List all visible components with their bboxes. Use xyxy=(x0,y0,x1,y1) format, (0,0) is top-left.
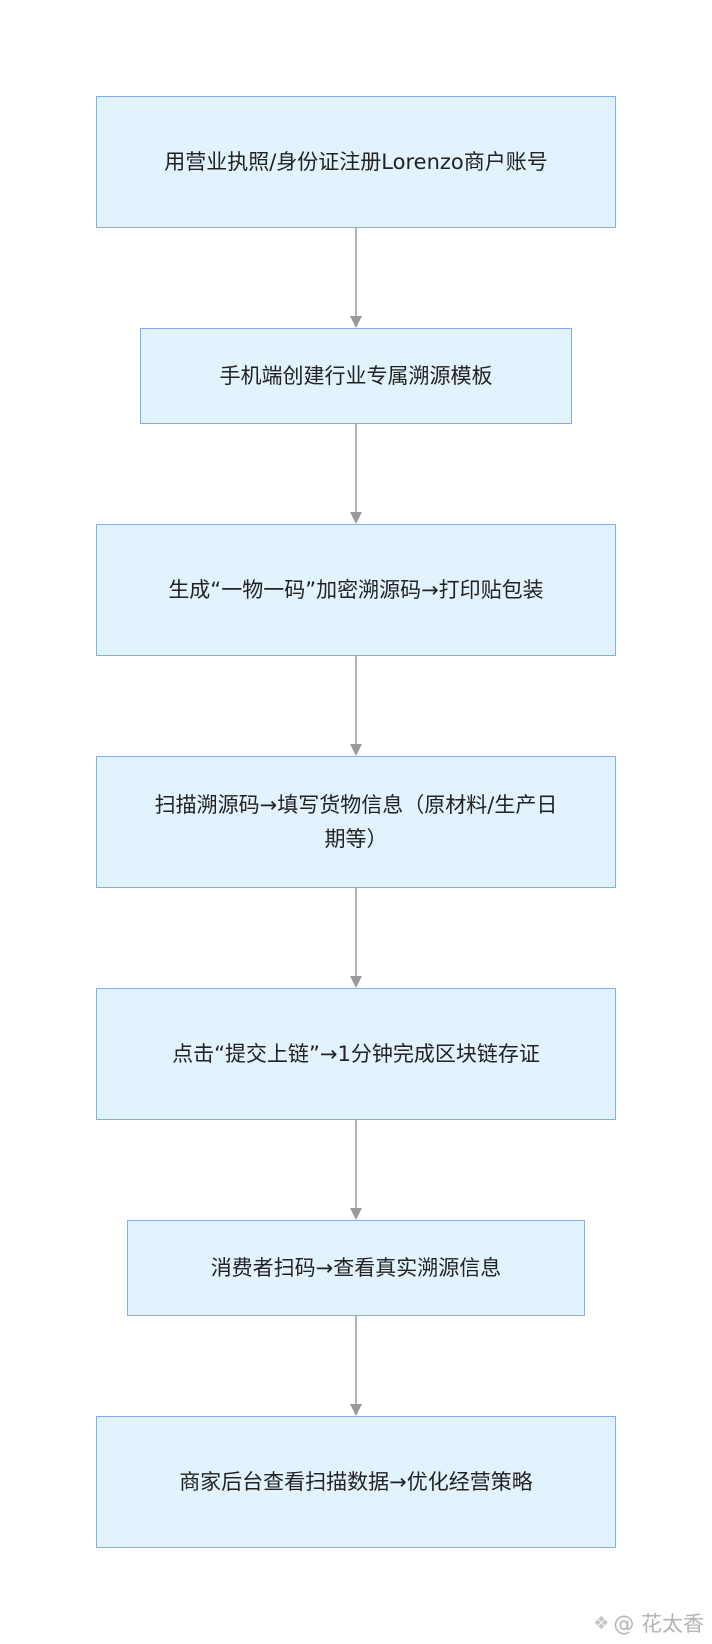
watermark: ❖ @ 花太香 xyxy=(593,1608,704,1638)
edge-arrowhead-3 xyxy=(350,744,362,756)
step-generate-code: 生成“一物一码”加密溯源码→打印贴包装 xyxy=(96,524,616,656)
step-scan-fill-info: 扫描溯源码→填写货物信息（原材料/生产日期等） xyxy=(96,756,616,888)
step-label: 消费者扫码→查看真实溯源信息 xyxy=(210,1256,502,1280)
edge-arrowhead-2 xyxy=(350,512,362,524)
step-create-template: 手机端创建行业专属溯源模板 xyxy=(140,328,572,424)
step-register-merchant: 用营业执照/身份证注册Lorenzo商户账号 xyxy=(96,96,616,228)
diamond-logo-icon: ❖ xyxy=(593,1612,610,1634)
step-label: 商家后台查看扫描数据→优化经营策略 xyxy=(179,1470,533,1494)
edge-arrowhead-6 xyxy=(350,1404,362,1416)
step-label: 扫描溯源码→填写货物信息（原材料/生产日期等） xyxy=(154,793,558,851)
step-submit-chain: 点击“提交上链”→1分钟完成区块链存证 xyxy=(96,988,616,1120)
step-label: 用营业执照/身份证注册Lorenzo商户账号 xyxy=(164,150,548,174)
watermark-text: @ 花太香 xyxy=(613,1612,704,1636)
step-label: 生成“一物一码”加密溯源码→打印贴包装 xyxy=(168,578,544,602)
edge-arrowhead-5 xyxy=(350,1208,362,1220)
step-label: 点击“提交上链”→1分钟完成区块链存证 xyxy=(172,1042,540,1066)
edge-arrowhead-4 xyxy=(350,976,362,988)
step-label: 手机端创建行业专属溯源模板 xyxy=(219,364,493,388)
edge-arrowhead-1 xyxy=(350,316,362,328)
step-merchant-analytics: 商家后台查看扫描数据→优化经营策略 xyxy=(96,1416,616,1548)
step-consumer-scan: 消费者扫码→查看真实溯源信息 xyxy=(127,1220,585,1316)
